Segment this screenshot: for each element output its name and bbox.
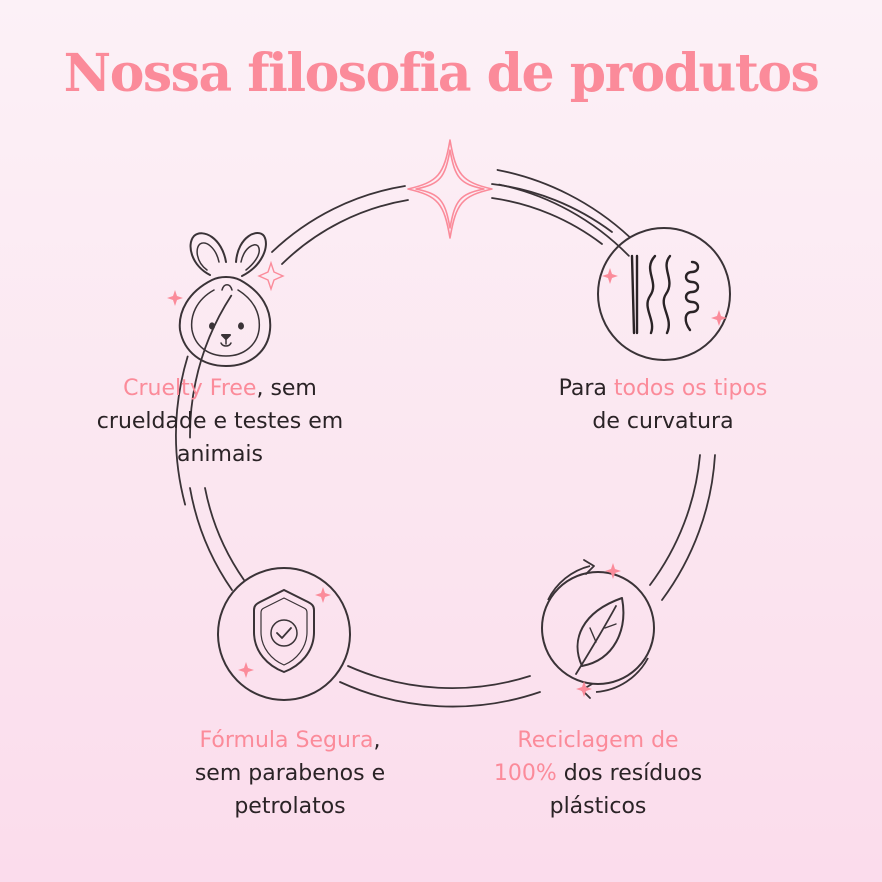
feature-text: petrolatos bbox=[234, 794, 346, 819]
feature-text: crueldade e testes em bbox=[96, 409, 344, 434]
four-point-star-icon bbox=[407, 139, 493, 239]
sparkle-icon bbox=[315, 587, 331, 603]
feature-text: , sem bbox=[256, 376, 317, 401]
feature-highlight: 100% bbox=[493, 761, 557, 786]
feature-text: plásticos bbox=[549, 794, 647, 819]
feature-text: animais bbox=[176, 442, 264, 467]
feature-text: , bbox=[373, 728, 381, 753]
feature-recycling: Reciclagem de 100% dos resíduos plástico… bbox=[418, 724, 778, 823]
page-title: Nossa filosofia de produtos bbox=[63, 43, 820, 104]
feature-text: de curvatura bbox=[592, 409, 734, 434]
bunny-icon bbox=[178, 232, 272, 367]
sparkle-icon bbox=[238, 662, 254, 678]
circular-track bbox=[175, 164, 717, 708]
shield-check-icon bbox=[217, 567, 351, 701]
hair-curls-icon bbox=[597, 227, 731, 361]
sparkle-icon bbox=[605, 563, 621, 579]
feature-curl-types: Para todos os tipos de curvatura bbox=[483, 372, 843, 438]
feature-safe-formula: Fórmula Segura, sem parabenos e petrolat… bbox=[110, 724, 470, 823]
sparkle-icon bbox=[167, 290, 183, 306]
sparkle-icon bbox=[257, 260, 285, 292]
sparkle-icon bbox=[576, 681, 592, 697]
feature-highlight: Reciclagem de bbox=[517, 728, 679, 753]
feature-highlight: Fórmula Segura bbox=[199, 728, 374, 753]
sparkle-icon bbox=[711, 310, 727, 326]
feature-text: Para bbox=[558, 376, 614, 401]
feature-cruelty-free: Cruelty Free, sem crueldade e testes em … bbox=[40, 372, 400, 471]
leaf-recycle-icon bbox=[541, 559, 655, 699]
feature-text: sem parabenos e bbox=[194, 761, 386, 786]
sparkle-icon bbox=[602, 268, 618, 284]
feature-highlight: todos os tipos bbox=[613, 376, 768, 401]
feature-text: dos resíduos bbox=[556, 761, 703, 786]
feature-highlight: Cruelty Free bbox=[123, 376, 257, 401]
